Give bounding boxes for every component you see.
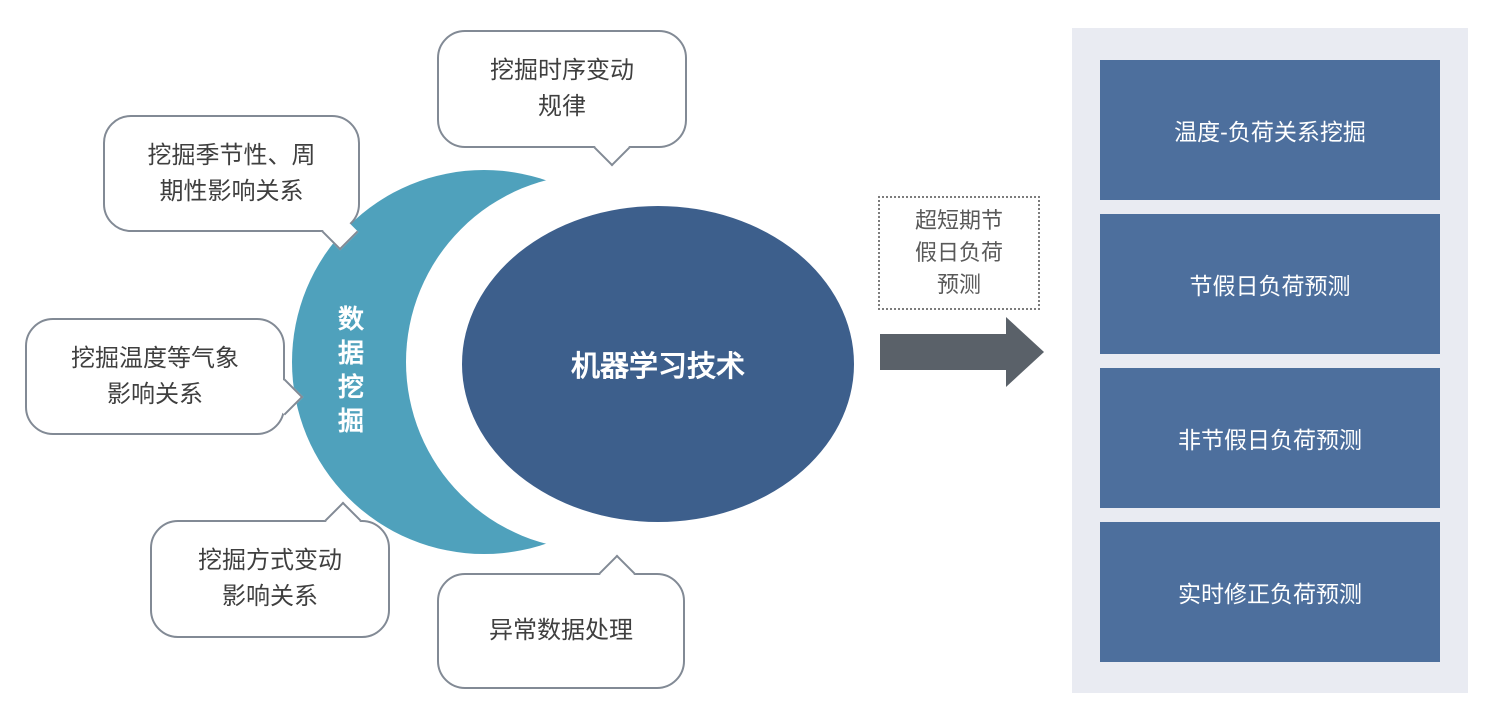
output-box-temperature-load: 温度-负荷关系挖掘 [1100, 60, 1440, 200]
transition-label: 超短期节 假日负荷 预测 [914, 208, 1003, 297]
transition-annotation: 超短期节 假日负荷 预测 [878, 196, 1040, 310]
output-box-nonholiday-forecast: 非节假日负荷预测 [1100, 368, 1440, 508]
arrow-right-head [1006, 317, 1044, 387]
output-label: 节假日负荷预测 [1189, 273, 1351, 299]
output-label: 实时修正负荷预测 [1178, 581, 1362, 607]
callout-mode: 挖掘方式变动 影响关系 [150, 501, 390, 638]
machine-learning-ellipse [462, 206, 854, 522]
callout-text: 挖掘温度等气象 影响关系 [71, 344, 239, 408]
callout-timeseries: 挖掘时序变动 规律 [437, 30, 687, 167]
callout-text: 异常数据处理 [489, 617, 633, 644]
callout-seasonal: 挖掘季节性、周 期性影响关系 [103, 115, 360, 251]
output-label: 非节假日负荷预测 [1178, 427, 1362, 453]
callout-text: 挖掘季节性、周 期性影响关系 [147, 141, 316, 205]
output-box-realtime-correction: 实时修正负荷预测 [1100, 522, 1440, 662]
arrow-right-shaft [880, 334, 1006, 370]
callout-weather: 挖掘温度等气象 影响关系 [25, 318, 304, 435]
output-panel: 温度-负荷关系挖掘 节假日负荷预测 非节假日负荷预测 实时修正负荷预测 [1072, 28, 1468, 693]
crescent-label: 数据挖掘 [334, 305, 365, 441]
output-box-holiday-forecast: 节假日负荷预测 [1100, 214, 1440, 354]
callout-text: 挖掘时序变动 规律 [490, 57, 634, 120]
output-label: 温度-负荷关系挖掘 [1174, 119, 1366, 145]
callout-text: 挖掘方式变动 影响关系 [198, 547, 342, 610]
callout-abnormal: 异常数据处理 [437, 554, 685, 689]
machine-learning-label: 机器学习技术 [570, 351, 745, 383]
